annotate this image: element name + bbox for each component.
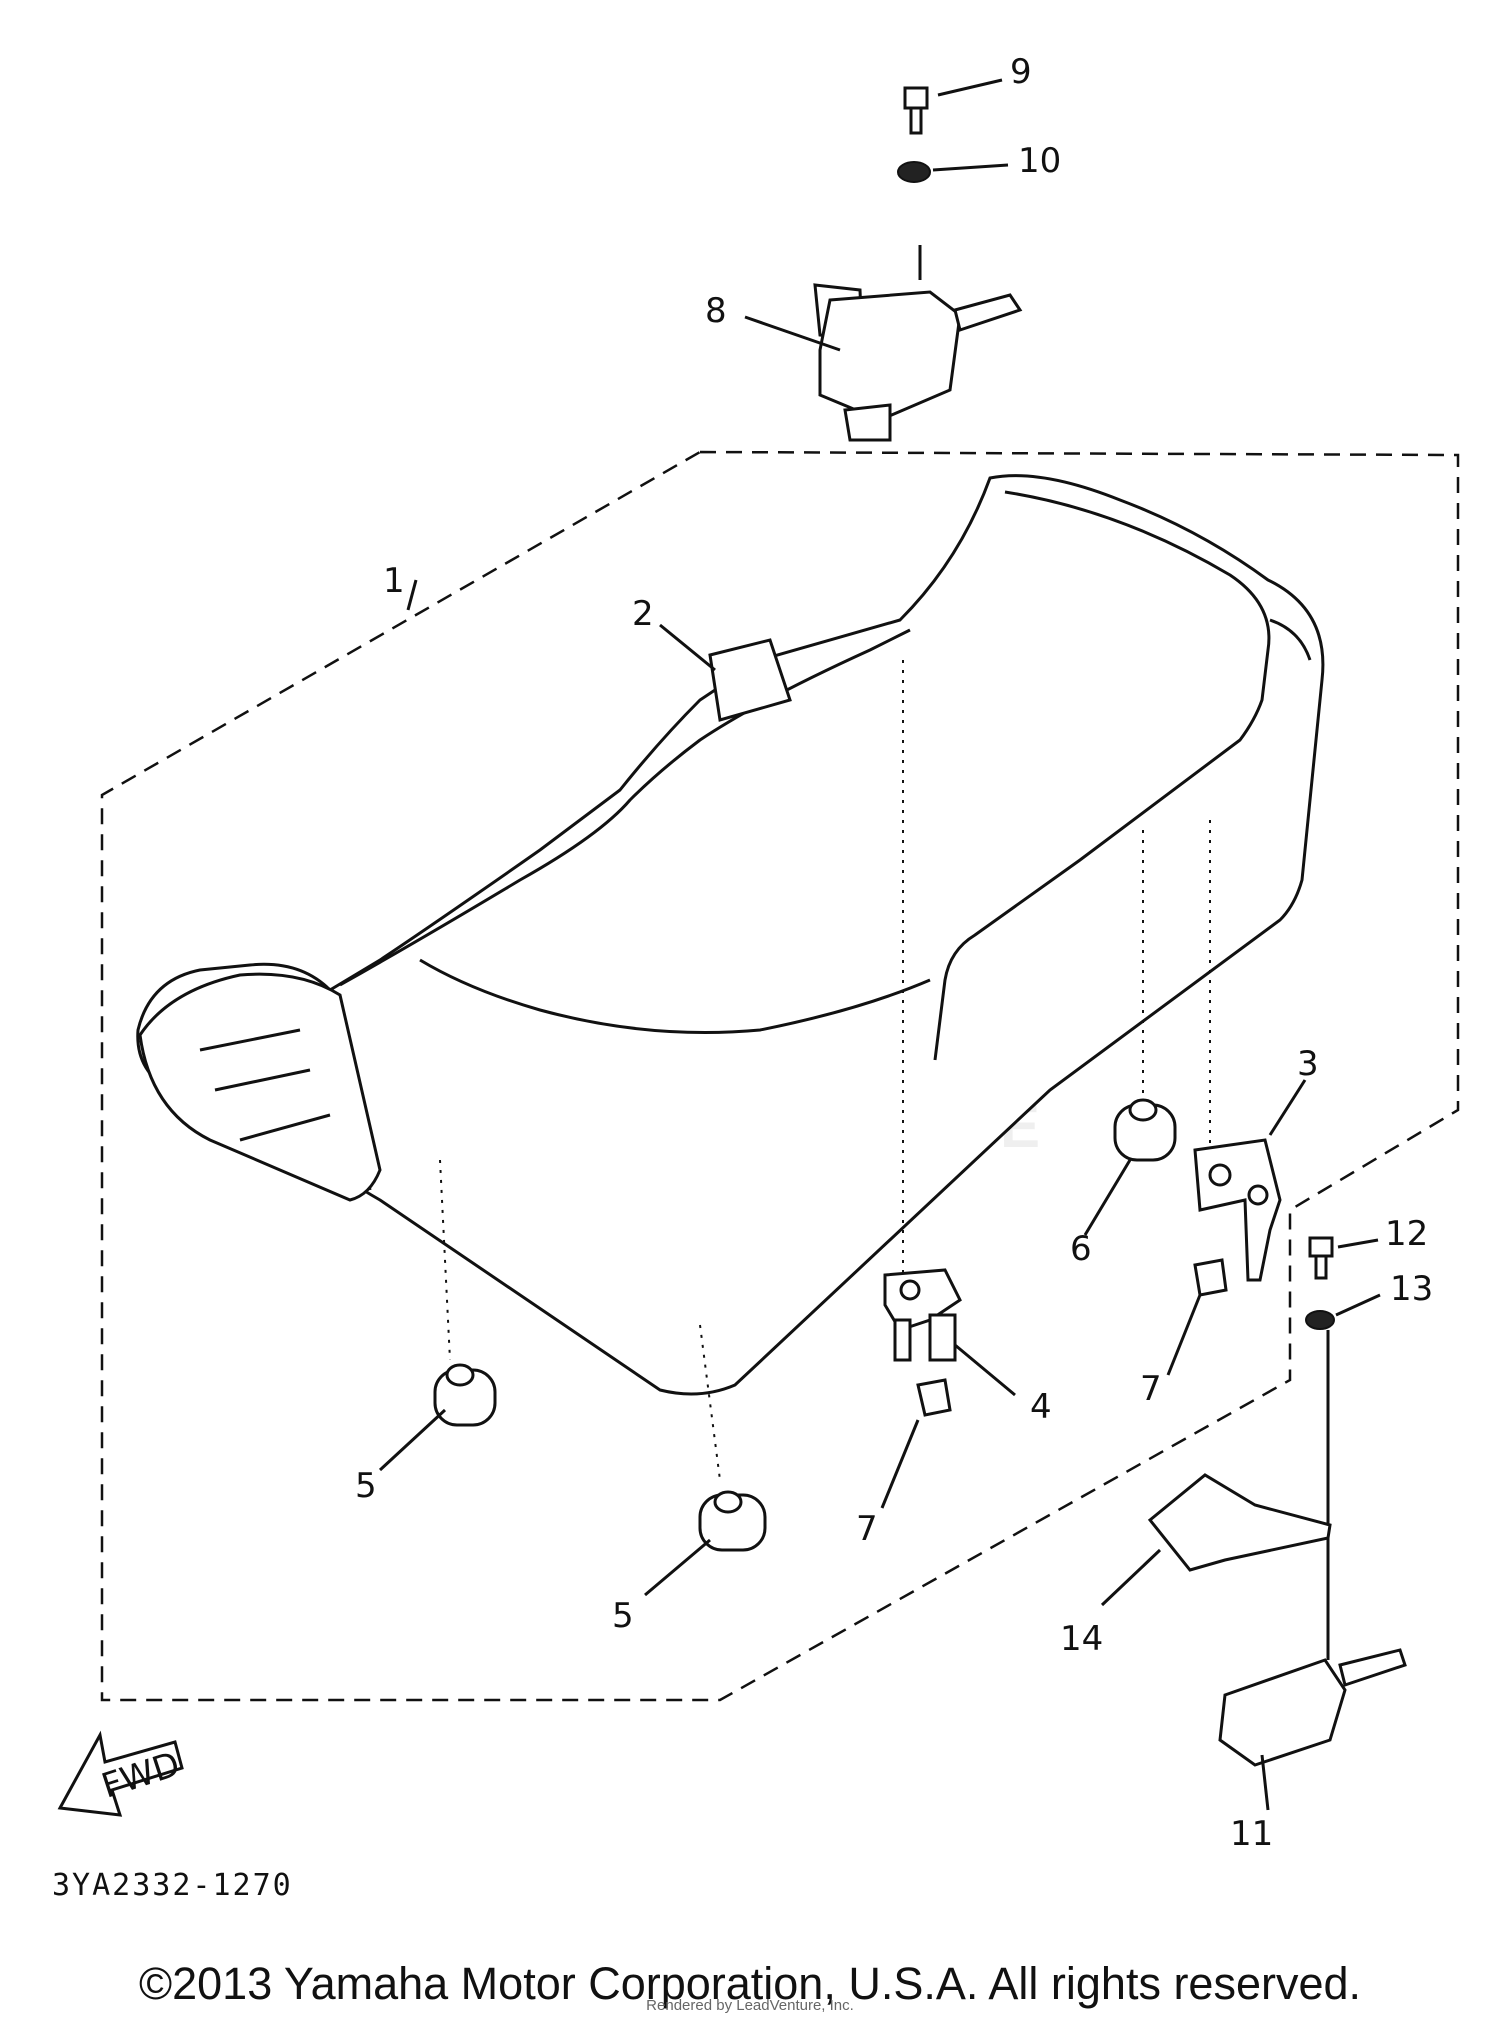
bracket-4 xyxy=(883,1268,962,1362)
assembly-outline xyxy=(100,450,1460,1702)
nut-7b xyxy=(1193,1258,1228,1297)
callout-9: 9 xyxy=(1010,52,1032,92)
callout-8: 8 xyxy=(705,291,727,331)
damper-6 xyxy=(1113,1098,1177,1162)
bolt-9 xyxy=(903,86,929,135)
bracket-3 xyxy=(1193,1138,1282,1282)
damper-5b xyxy=(698,1490,767,1552)
callout-14: 14 xyxy=(1060,1619,1103,1659)
callout-11: 11 xyxy=(1230,1814,1273,1854)
callout-13: 13 xyxy=(1390,1269,1433,1309)
nut-7a xyxy=(916,1378,952,1417)
bolt-12 xyxy=(1308,1236,1334,1280)
seat-assembly xyxy=(136,474,1325,1396)
callout-7a: 7 xyxy=(856,1509,878,1549)
copyright-notice: ©2013 Yamaha Motor Corporation, U.S.A. A… xyxy=(138,1958,1362,2009)
damper-5a xyxy=(433,1363,497,1427)
diagram-code: 3YA2332-1270 xyxy=(52,1868,293,1903)
seat-strap xyxy=(708,638,792,722)
washer-10 xyxy=(897,161,931,183)
callout-2: 2 xyxy=(632,594,654,634)
fwd-arrow: FWD xyxy=(57,1730,185,1817)
callout-12: 12 xyxy=(1385,1214,1428,1254)
lock-11 xyxy=(1218,1648,1407,1767)
callout-5a: 5 xyxy=(355,1466,377,1506)
bracket-14 xyxy=(1147,1473,1332,1572)
fwd-label: FWD xyxy=(97,1744,185,1807)
callout-5b: 5 xyxy=(612,1596,634,1636)
render-note: Rendered by LeadVenture, Inc. xyxy=(646,1997,854,2014)
callout-1: 1 xyxy=(383,561,405,601)
callout-4: 4 xyxy=(1030,1387,1052,1427)
callout-6: 6 xyxy=(1070,1229,1092,1269)
seat-lock-assembly xyxy=(813,283,1023,442)
callout-7b: 7 xyxy=(1140,1369,1162,1409)
washer-13 xyxy=(1305,1310,1335,1330)
callout-3: 3 xyxy=(1297,1044,1319,1084)
callout-10: 10 xyxy=(1018,141,1061,181)
